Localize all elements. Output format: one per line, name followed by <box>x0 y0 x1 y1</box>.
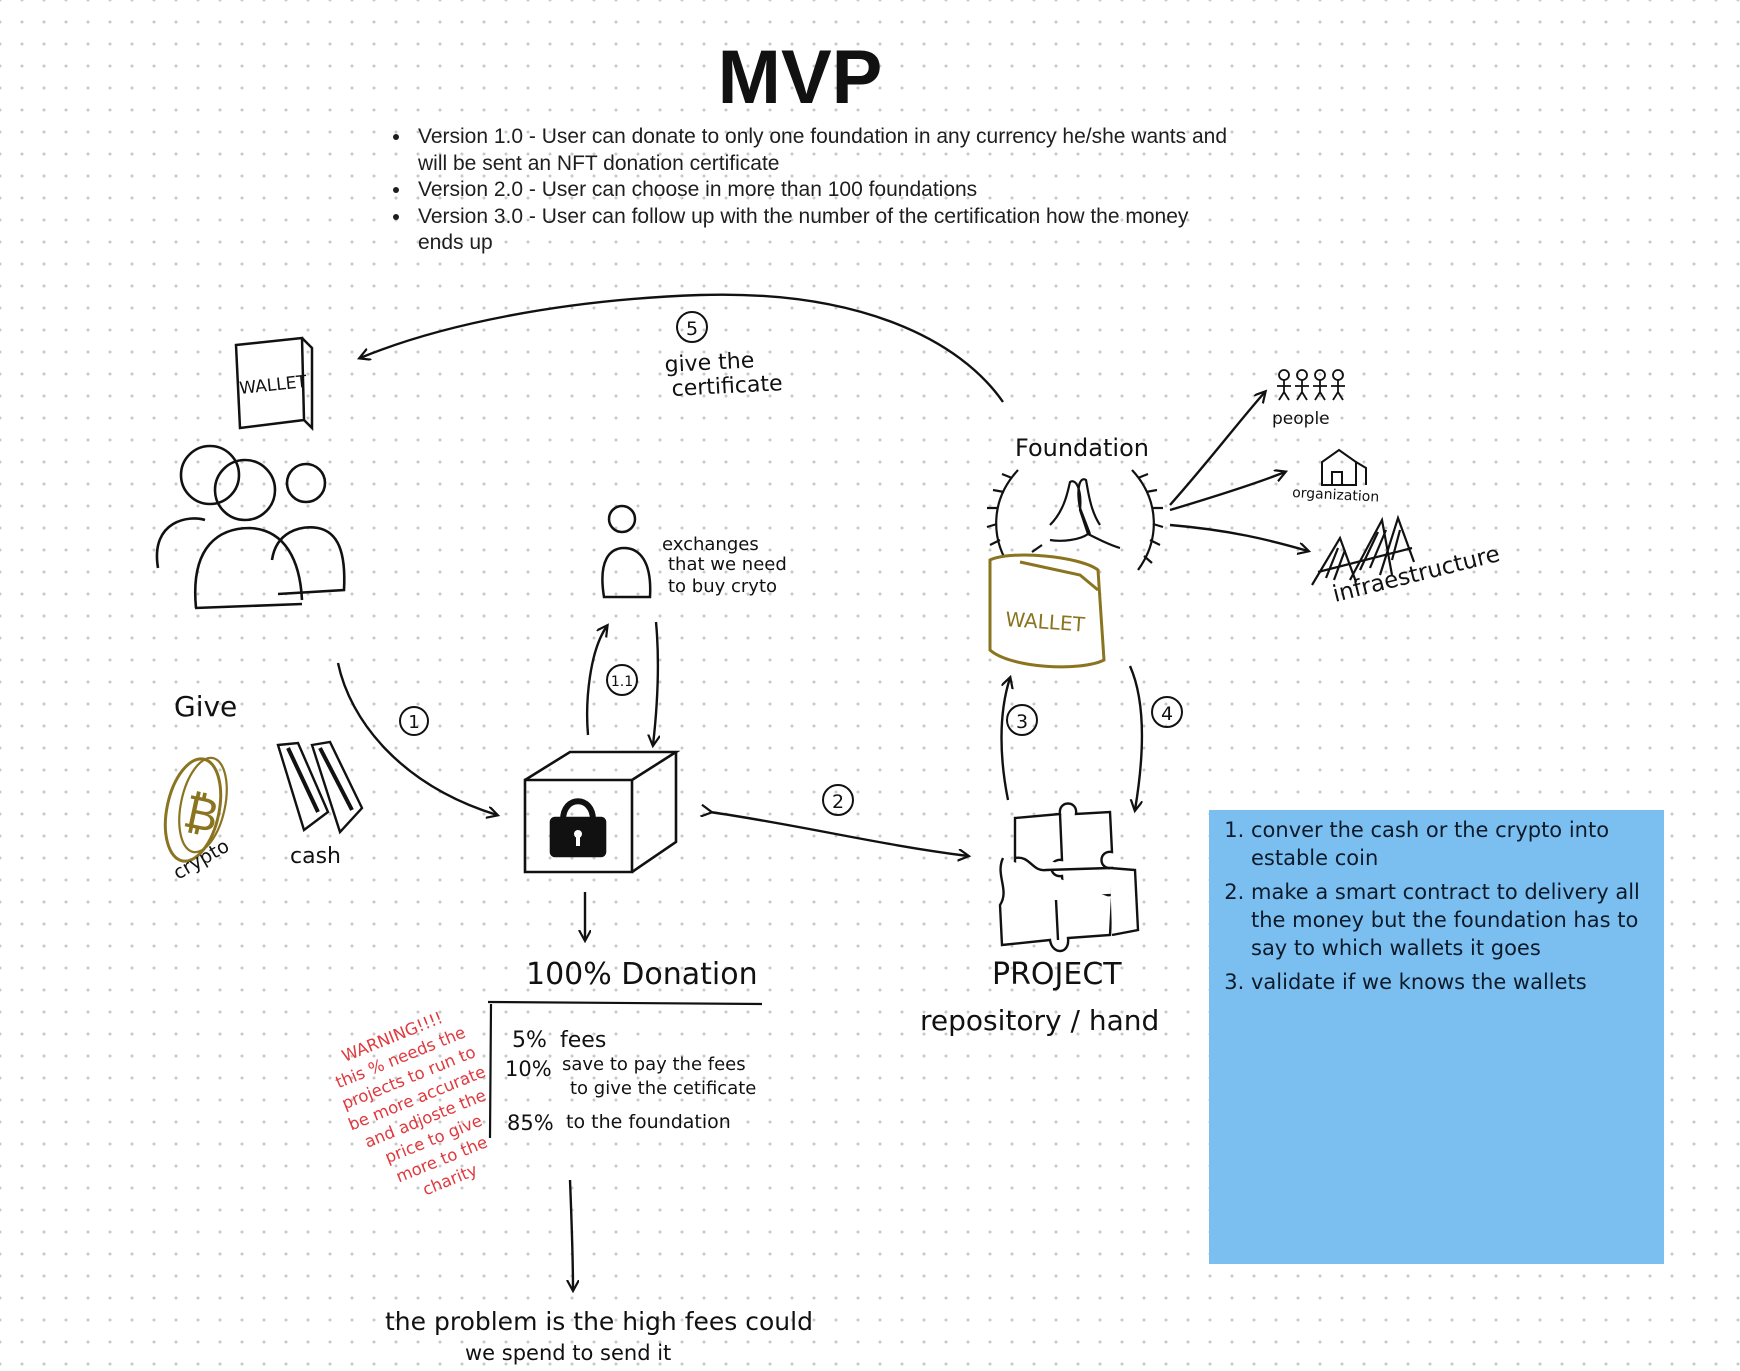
fees-pct-1: 5% <box>512 1028 547 1053</box>
fees-bracket <box>487 1000 763 1139</box>
project-puzzle-icon <box>998 802 1140 953</box>
note-list: conver the cash or the crypto into estab… <box>1209 816 1664 996</box>
note-item: validate if we knows the wallets <box>1251 968 1650 996</box>
step-3-number: 3 <box>1016 711 1028 733</box>
foundation-wallet-icon: WALLET <box>988 553 1106 669</box>
version-item: Version 3.0 - User can follow up with th… <box>412 204 1232 257</box>
give-certificate-line-1: give the <box>664 348 755 378</box>
step-4-number: 4 <box>1161 703 1173 725</box>
fees-pct-2: 10% <box>505 1057 552 1081</box>
project-sublabel: repository / hand <box>920 1004 1159 1037</box>
exchanges-line-1: exchanges <box>662 534 759 555</box>
step-1-badge <box>399 706 429 736</box>
foundation-wallet-label: WALLET <box>1005 607 1087 637</box>
arrow-exchange-to-vault <box>653 621 658 745</box>
people-label: people <box>1272 409 1330 429</box>
note-item: make a smart contract to delivery all th… <box>1251 878 1650 962</box>
step-5-number: 5 <box>686 318 698 340</box>
donation-label: 100% Donation <box>526 957 758 992</box>
organization-icon <box>1321 448 1367 486</box>
arrow-foundation-to-users <box>360 293 1004 403</box>
project-label: PROJECT <box>992 957 1122 992</box>
step-2-number: 2 <box>832 791 844 813</box>
cash-label: cash <box>290 844 341 869</box>
give-label: Give <box>174 690 237 723</box>
step-2-badge <box>822 784 854 816</box>
cash-icon <box>276 740 364 835</box>
mvp-title: MVP <box>717 35 883 120</box>
step-3-badge <box>1006 704 1038 736</box>
arrow-vault-project <box>710 812 968 856</box>
arrow-project-to-foundation <box>1000 678 1011 801</box>
foundation-label: Foundation <box>1015 434 1149 462</box>
arrow-foundation-to-project <box>1128 665 1144 810</box>
exchanges-line-3: to buy cryto <box>668 576 777 597</box>
version-item: Version 1.0 - User can donate to only on… <box>412 124 1232 177</box>
step-5-badge <box>676 311 708 343</box>
organization-label: organization <box>1292 485 1380 506</box>
people-icon <box>1277 369 1345 401</box>
fees-pct-3: 85% <box>507 1111 554 1135</box>
vault-icon <box>523 750 681 874</box>
fees-line-1: fees <box>560 1028 606 1053</box>
arrow-foundation-to-people <box>1169 392 1265 506</box>
fees-line-2a: save to pay the fees <box>562 1054 746 1075</box>
foundation-hands-icon <box>986 469 1164 571</box>
users-group-icon <box>155 444 346 610</box>
problem-line-2: we spend to send it <box>465 1341 671 1365</box>
sticky-note: conver the cash or the crypto into estab… <box>1209 810 1664 1264</box>
arrow-vault-to-exchange <box>585 626 607 736</box>
version-list: Version 1.0 - User can donate to only on… <box>380 124 1232 257</box>
step-1-1-number: 1.1 <box>611 674 633 690</box>
arrow-users-to-vault <box>336 662 497 815</box>
step-1-1-badge <box>606 664 638 696</box>
arrow-fees-to-problem <box>570 1179 573 1290</box>
step-1-number: 1 <box>408 712 419 733</box>
fees-line-3: to the foundation <box>566 1111 731 1133</box>
exchange-person-icon <box>601 504 652 599</box>
crypto-coin-icon: ₿ <box>163 756 228 863</box>
fees-line-2b: to give the cetificate <box>570 1078 756 1099</box>
note-item: conver the cash or the crypto into estab… <box>1251 816 1650 872</box>
give-certificate-line-2: certificate <box>671 371 783 402</box>
step-4-badge <box>1151 696 1183 728</box>
version-item: Version 2.0 - User can choose in more th… <box>412 177 1232 204</box>
infrastructure-label: infraestructure <box>1330 541 1502 608</box>
arrow-foundation-to-organization <box>1169 472 1285 512</box>
exchanges-line-2: that we need <box>668 554 787 575</box>
user-wallet-icon: WALLET <box>234 336 314 432</box>
problem-line-1: the problem is the high fees could <box>385 1307 813 1336</box>
arrow-foundation-to-infrastructure <box>1169 523 1308 551</box>
infrastructure-icon <box>1311 514 1416 586</box>
